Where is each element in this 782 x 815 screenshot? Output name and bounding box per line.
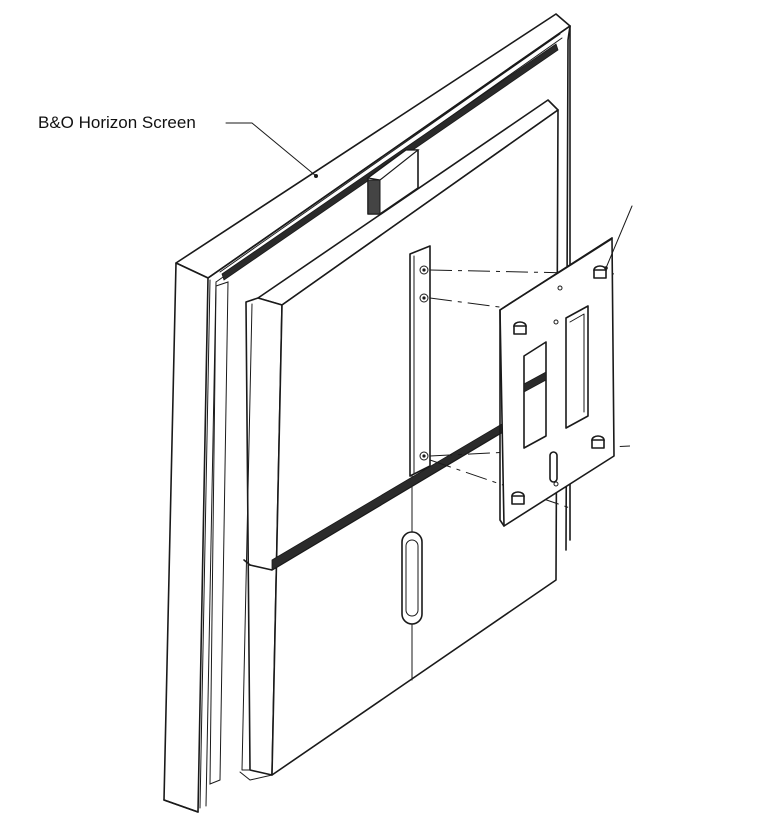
standoff-pin-bottom-left-icon xyxy=(511,491,525,505)
screen-leader-line xyxy=(225,122,317,177)
mounting-rail xyxy=(409,245,431,477)
rail-screw-top-1-icon xyxy=(419,265,429,275)
top-connector-block xyxy=(366,149,420,215)
rail-screw-top-2-icon xyxy=(419,293,429,303)
handle-slot xyxy=(401,531,423,625)
standoff-pin-top-left-icon xyxy=(513,321,527,335)
leader-lines xyxy=(225,122,633,270)
bracket-leader-line xyxy=(605,205,633,269)
standoff-pin-bottom-right-icon xyxy=(591,435,605,449)
wall-bracket-plate xyxy=(499,237,615,527)
rail-screw-bottom-icon xyxy=(419,451,429,461)
screen-callout-label: B&O Horizon Screen xyxy=(38,113,196,132)
screen-frame xyxy=(163,13,571,813)
standoff-pin-top-right-icon xyxy=(593,265,607,279)
